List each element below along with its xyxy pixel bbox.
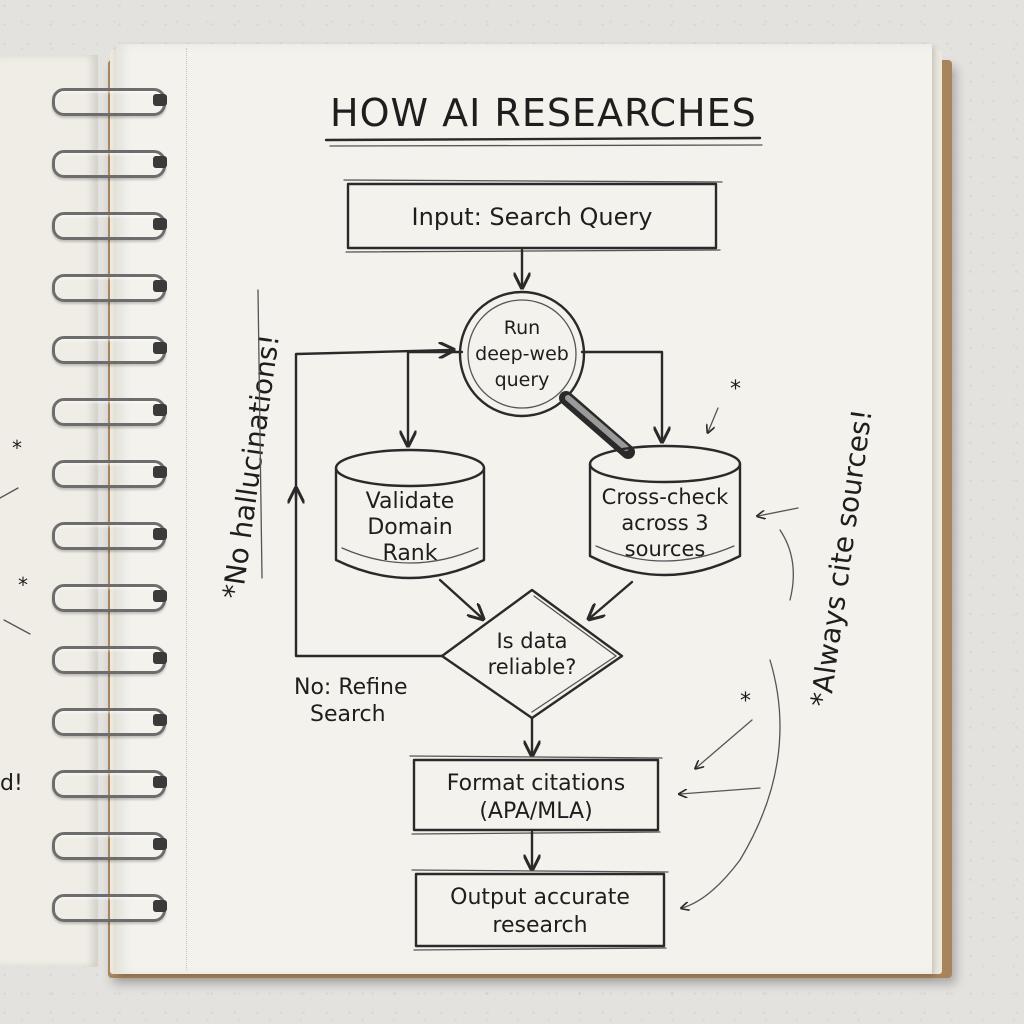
validate-cylinder: [334, 448, 486, 580]
doodle-arrow: [708, 407, 719, 432]
magnifier-lens-inner: [467, 299, 577, 409]
left-page: [0, 55, 98, 967]
spiral-ring: [52, 646, 167, 674]
spiral-ring: [52, 770, 167, 798]
arrow-run-to-crosscheck: [580, 350, 662, 440]
output-box-sketch: [411, 869, 669, 951]
spiral-ring: [52, 150, 167, 178]
left-page-doodles: * * d!: [0, 436, 31, 796]
output-box: [414, 872, 666, 948]
spiral-ring: [52, 894, 167, 922]
format-label-1: Format citations: [447, 771, 625, 796]
arrow-validate-to-decision: [438, 578, 482, 618]
doodle-arrow: [758, 507, 799, 516]
spiral-ring: [52, 522, 167, 550]
magnifier-icon: [458, 290, 635, 459]
crosscheck-cylinder-body: [588, 462, 742, 577]
crosscheck-cylinder: [588, 444, 742, 577]
spiral-ring: [52, 212, 167, 240]
spiral-binding: [52, 88, 167, 948]
margin-note-right: *Always cite sources!: [804, 407, 878, 709]
spiral-ring: [52, 584, 167, 612]
validate-label-2: Domain: [367, 515, 452, 540]
perforation-line: [186, 48, 187, 970]
validate-cylinder-shade: [341, 547, 479, 564]
validate-label-3: Rank: [383, 541, 438, 566]
output-label-1: Output accurate: [450, 885, 630, 910]
margin-note-left: *No hallucinations!: [216, 332, 286, 601]
arrow-refine-loop-up: [296, 490, 444, 658]
doodle-arrow: [0, 487, 19, 499]
decision-label-2: reliable?: [488, 655, 577, 679]
spiral-ring: [52, 336, 167, 364]
run-label-3: query: [495, 369, 550, 391]
spiral-ring: [52, 274, 167, 302]
arrow-run-to-validate: [408, 350, 464, 444]
crosscheck-label-1: Cross-check: [602, 485, 729, 509]
doodle-arrow: [682, 659, 781, 908]
input-box-sketch: [343, 179, 723, 253]
left-page-fragment: d!: [0, 771, 23, 796]
crosscheck-cylinder-top: [588, 444, 742, 484]
asterisk-mark: *: [12, 436, 22, 460]
doodle-arrow: [3, 619, 31, 635]
crosscheck-label-3: sources: [625, 537, 706, 561]
run-label-2: deep-web: [475, 343, 569, 365]
arrow-crosscheck-to-decision: [590, 580, 634, 618]
spiral-ring: [52, 460, 167, 488]
no-refine-label-1: No: Refine: [294, 675, 408, 700]
decision-label-1: Is data: [496, 629, 567, 653]
arrow-refine-loop-back: [294, 350, 452, 502]
doodle-arrow: [696, 719, 753, 768]
margin-note-left-line: [257, 289, 263, 579]
format-box: [412, 758, 660, 832]
format-label-2: (APA/MLA): [479, 799, 592, 824]
validate-cylinder-body: [334, 466, 486, 580]
input-box: [346, 182, 718, 250]
title-underline-2: [329, 144, 763, 147]
title-underline: [324, 136, 762, 142]
right-doodles: * *: [680, 377, 799, 908]
format-box-sketch: [409, 755, 663, 835]
doodle-arrow: [680, 787, 761, 794]
doodle-curve: [779, 529, 794, 601]
spiral-ring: [52, 708, 167, 736]
validate-label-1: Validate: [366, 489, 455, 514]
output-label-2: research: [492, 913, 587, 938]
asterisk-mark: *: [740, 689, 751, 714]
run-label-1: Run: [504, 317, 540, 339]
page-title: HOW AI RESEARCHES: [330, 91, 757, 135]
input-label: Input: Search Query: [412, 203, 653, 231]
no-refine-label-2: Search: [310, 702, 386, 727]
decision-diamond-sketch: [531, 595, 618, 713]
decision-diamond: [440, 588, 624, 720]
asterisk-mark: *: [18, 573, 28, 597]
asterisk-mark: *: [730, 377, 741, 402]
crosscheck-cylinder-shade: [595, 545, 735, 562]
spiral-ring: [52, 398, 167, 426]
spiral-ring: [52, 832, 167, 860]
crosscheck-label-2: across 3: [621, 511, 708, 535]
magnifier-lens: [458, 290, 586, 418]
validate-cylinder-top: [334, 448, 486, 488]
spiral-ring: [52, 88, 167, 116]
magnifier-handle-shade: [565, 395, 629, 451]
